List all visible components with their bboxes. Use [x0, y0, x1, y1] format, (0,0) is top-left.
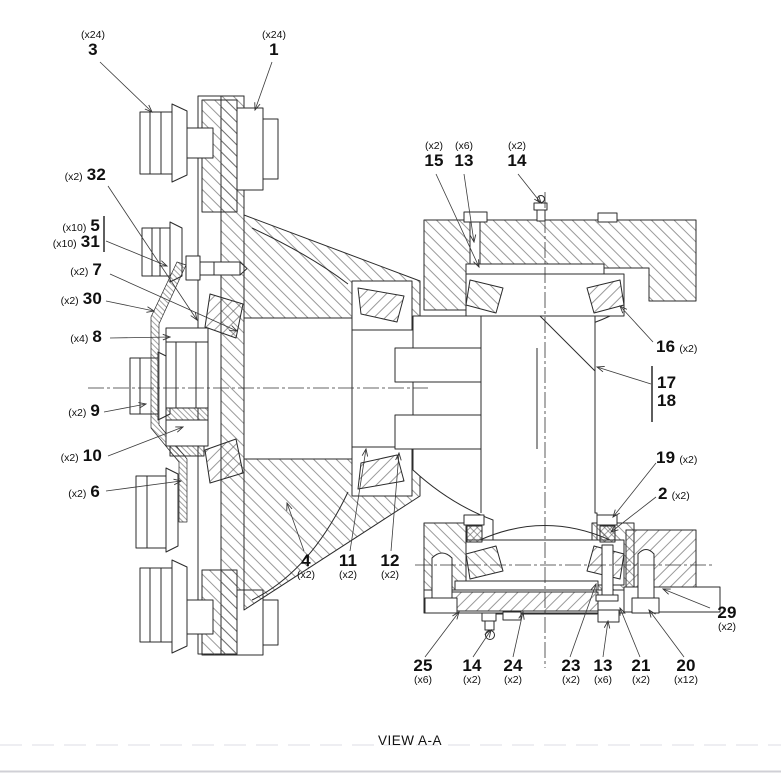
inner-bearing-cone-lower — [204, 438, 244, 484]
callout-11: 11(x2) — [338, 551, 358, 581]
callout-20: 20(x12) — [674, 656, 698, 686]
callout-18: 18 — [657, 391, 677, 410]
callout-31: (x10)31 — [52, 232, 100, 251]
callout-30: (x2)30 — [60, 289, 102, 308]
callout-6: (x2)6 — [68, 482, 100, 501]
callout-7: (x2)7 — [70, 260, 102, 279]
lower-retainer-plate — [454, 580, 599, 591]
callout-15: (x2)15 — [424, 140, 444, 171]
hub-outer-bearing-upper — [351, 280, 413, 331]
upper-retainer-plate — [465, 263, 605, 275]
callout-32: (x2)32 — [64, 165, 106, 184]
hub-outer-bearing-lower — [351, 446, 413, 497]
callout-29: 29(x2) — [717, 603, 737, 633]
callout-21: 21(x2) — [631, 656, 651, 686]
callout-3: (x24)3 — [81, 29, 105, 60]
callout-10: (x2)10 — [60, 446, 102, 465]
callout-14-bottom: 14(x2) — [462, 656, 482, 686]
callout-13-bottom: 13(x6) — [593, 656, 613, 686]
callout-1: (x24)1 — [262, 29, 286, 60]
callout-8: (x4)8 — [70, 327, 102, 346]
top-bolt-cluster — [139, 99, 279, 213]
cover-strip — [150, 261, 188, 523]
callout-5: (x10)5 — [62, 216, 100, 235]
callout-25: 25(x6) — [413, 656, 433, 686]
callout-14-top: (x2)14 — [507, 140, 527, 171]
callout-4: 4(x2) — [296, 551, 316, 581]
leader-lines — [99, 61, 711, 658]
callout-19: 19(x2) — [656, 448, 698, 467]
callout-13-top: (x6)13 — [454, 140, 474, 171]
callout-16: 16(x2) — [656, 337, 698, 356]
centerlines — [88, 192, 712, 668]
bottom-bolt-cluster — [139, 559, 279, 656]
inner-spacer-block — [165, 327, 209, 457]
wheel-hub-assembly — [129, 95, 421, 656]
callout-9: (x2)9 — [68, 401, 100, 420]
page-rules — [0, 744, 781, 773]
view-caption: VIEW A-A — [377, 733, 443, 748]
lower-housing — [423, 522, 721, 614]
lower-fasteners — [424, 544, 660, 640]
callout-group-bars — [103, 216, 653, 422]
callout-2: 2(x2) — [658, 484, 690, 503]
kingpin-assembly — [394, 195, 721, 640]
callout-23: 23(x2) — [561, 656, 581, 686]
callout-17: 17 — [657, 373, 677, 392]
small-horizontal-bolt — [185, 255, 248, 281]
callout-24: 24(x2) — [503, 656, 523, 686]
callout-12: 12(x2) — [380, 551, 400, 581]
